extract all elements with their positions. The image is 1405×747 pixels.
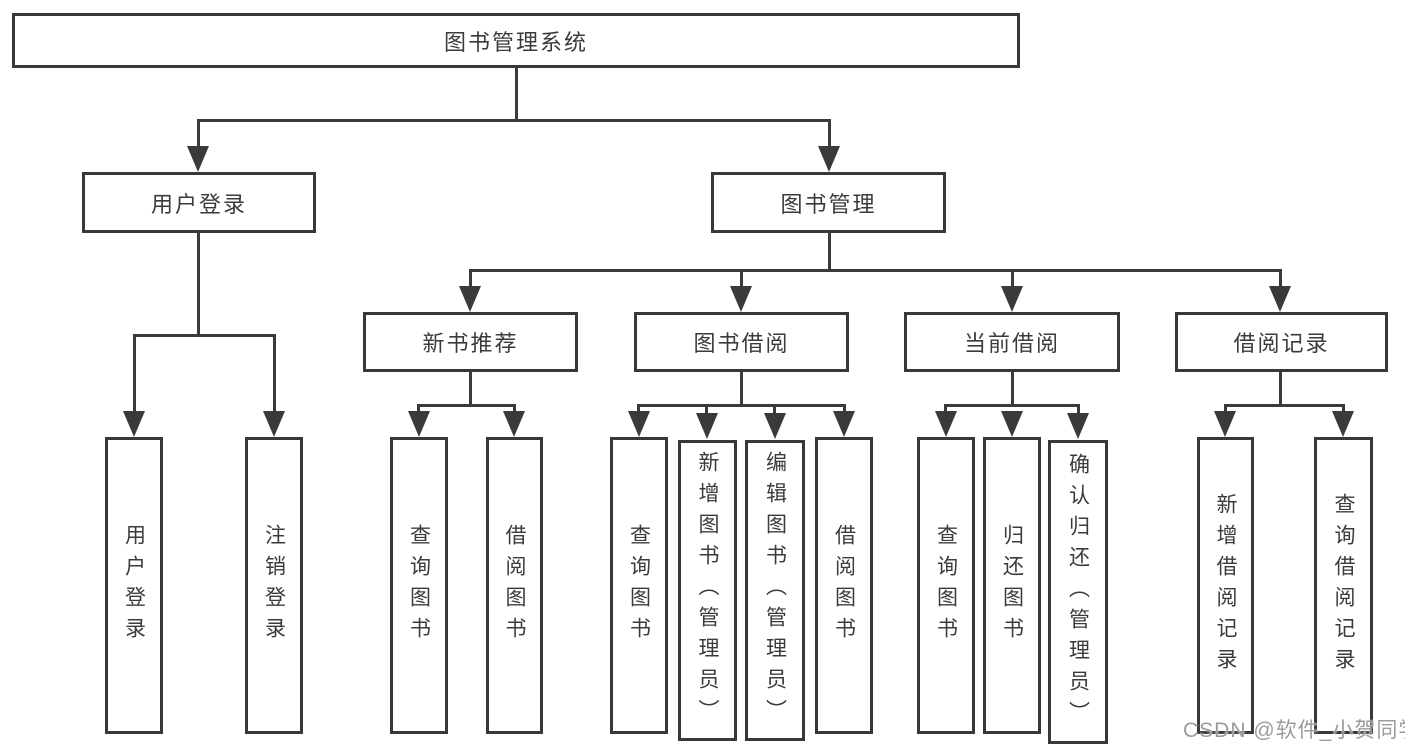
connector-g3-stem (1279, 372, 1282, 406)
arrowhead-g0-leaf-1 (503, 411, 525, 437)
leaf-query-books-3-label: 查询图书 (934, 523, 958, 648)
arrowhead-g1-leaf-1 (696, 413, 718, 439)
node-borrowing-records: 借阅记录 (1175, 312, 1388, 372)
arrowhead-new-books (459, 286, 481, 312)
arrowhead-g2-leaf-0 (935, 411, 957, 437)
node-borrowing-records-label: 借阅记录 (1233, 331, 1330, 356)
connector-stub-book-borrow (740, 269, 743, 288)
connector-g0-stub-0 (417, 404, 420, 414)
leaf-query-books-2: 查询图书 (610, 437, 668, 734)
arrowhead-g1-leaf-3 (833, 411, 855, 437)
connector-stub-login-leaf (133, 334, 136, 413)
node-current-borrowing: 当前借阅 (904, 312, 1120, 372)
node-book-management: 图书管理 (711, 172, 946, 233)
connector-g0-stub-1 (513, 404, 516, 414)
connector-g3-horizontal (1224, 404, 1345, 407)
connector-root-horizontal (197, 119, 831, 122)
leaf-borrow-books-1-label: 借阅图书 (503, 523, 526, 648)
connector-g1-stub-0 (637, 404, 640, 414)
leaf-add-books-admin-label: 新增图书（管理员） (696, 451, 719, 730)
leaf-query-books-2-label: 查询图书 (627, 523, 651, 648)
node-root-label: 图书管理系统 (443, 29, 588, 55)
leaf-add-books-admin: 新增图书（管理员） (678, 440, 737, 741)
connector-book-mgmt-horizontal (469, 269, 1282, 272)
arrowhead-g3-leaf-1 (1332, 411, 1354, 437)
connector-stub-book-mgmt (828, 119, 831, 150)
leaf-query-books-3: 查询图书 (917, 437, 975, 734)
connector-g1-horizontal (637, 404, 846, 407)
node-new-book-recommend-label: 新书推荐 (422, 331, 519, 356)
node-current-borrowing-label: 当前借阅 (963, 331, 1060, 356)
connector-stub-new-books (469, 269, 472, 288)
arrowhead-logout-leaf (263, 411, 285, 437)
arrowhead-book-borrow (730, 286, 752, 312)
leaf-return-books-label: 归还图书 (1000, 523, 1024, 648)
leaf-return-books: 归还图书 (983, 437, 1041, 734)
leaf-edit-books-admin: 编辑图书（管理员） (745, 440, 805, 741)
connector-root-stem (515, 68, 518, 121)
connector-g2-horizontal (944, 404, 1080, 407)
arrowhead-login-leaf (123, 411, 145, 437)
leaf-logout-label: 注销登录 (262, 523, 286, 648)
arrowhead-borrow-records (1269, 286, 1291, 312)
leaf-add-borrow-record-label: 新增借阅记录 (1214, 492, 1237, 679)
connector-g2-stem (1011, 372, 1014, 406)
leaf-borrow-books-2: 借阅图书 (815, 437, 873, 734)
connector-g1-stub-3 (843, 404, 846, 414)
node-new-book-recommend: 新书推荐 (363, 312, 578, 372)
arrowhead-book-mgmt (818, 146, 840, 172)
connector-g0-stem (469, 372, 472, 406)
leaf-query-borrow-record: 查询借阅记录 (1314, 437, 1373, 734)
arrowhead-g2-leaf-2 (1067, 413, 1089, 439)
csdn-watermark: CSDN @软件_小贺同学 (1183, 719, 1405, 742)
leaf-query-borrow-record-label: 查询借阅记录 (1332, 492, 1355, 679)
node-user-login: 用户登录 (82, 172, 316, 233)
node-root: 图书管理系统 (12, 13, 1020, 68)
connector-g3-stub-0 (1224, 404, 1227, 414)
node-book-management-label: 图书管理 (780, 191, 877, 217)
connector-book-mgmt-stem (828, 233, 831, 271)
connector-g0-horizontal (417, 404, 516, 407)
connector-g2-stub-0 (944, 404, 947, 414)
node-user-login-label: 用户登录 (150, 191, 247, 217)
connector-user-login-horizontal (133, 334, 276, 337)
leaf-logout: 注销登录 (245, 437, 303, 734)
arrowhead-g2-leaf-1 (1001, 411, 1023, 437)
connector-g1-stub-1 (705, 404, 708, 414)
leaf-user-login: 用户登录 (105, 437, 163, 734)
arrowhead-g1-leaf-0 (628, 411, 650, 437)
arrowhead-g1-leaf-2 (764, 413, 786, 439)
arrowhead-g3-leaf-0 (1214, 411, 1236, 437)
leaf-borrow-books-2-label: 借阅图书 (832, 523, 856, 648)
connector-g1-stem (740, 372, 743, 406)
connector-stub-logout-leaf (273, 334, 276, 413)
node-book-borrowing: 图书借阅 (634, 312, 849, 372)
leaf-user-login-label: 用户登录 (122, 523, 146, 648)
arrowhead-g0-leaf-0 (408, 411, 430, 437)
leaf-confirm-return-admin-label: 确认归还（管理员） (1066, 452, 1090, 732)
leaf-query-books-1-label: 查询图书 (407, 523, 431, 648)
leaf-query-books-1: 查询图书 (390, 437, 448, 734)
leaf-edit-books-admin-label: 编辑图书（管理员） (763, 451, 787, 730)
node-book-borrowing-label: 图书借阅 (693, 331, 790, 356)
arrowhead-current-borrow (1001, 286, 1023, 312)
connector-stub-current-borrow (1011, 269, 1014, 288)
connector-g1-stub-2 (773, 404, 776, 414)
arrowhead-user-login (187, 146, 209, 172)
connector-g2-stub-2 (1077, 404, 1080, 414)
connector-user-login-stem (197, 233, 200, 336)
leaf-borrow-books-1: 借阅图书 (486, 437, 543, 734)
connector-stub-borrow-records (1279, 269, 1282, 288)
leaf-add-borrow-record: 新增借阅记录 (1197, 437, 1254, 734)
connector-g3-stub-1 (1342, 404, 1345, 414)
connector-stub-user-login (197, 119, 200, 150)
leaf-confirm-return-admin: 确认归还（管理员） (1048, 440, 1108, 744)
